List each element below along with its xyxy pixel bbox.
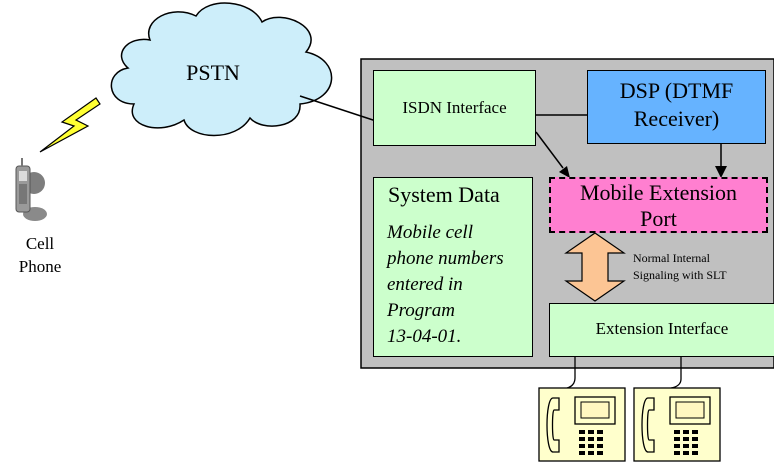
system-data-line: 13-04-01. bbox=[387, 326, 462, 347]
dsp-mobile-port-arrow bbox=[715, 166, 727, 178]
isdn-interface-box: ISDN Interface bbox=[373, 70, 536, 146]
mobile-extension-port-line1: Mobile Extension bbox=[579, 180, 738, 205]
system-data-title: System Data bbox=[388, 182, 500, 207]
pstn-isdn-line bbox=[299, 95, 377, 122]
signaling-note: Normal Internal Signaling with SLT bbox=[633, 250, 727, 284]
dsp-box: DSP (DTMF Receiver) bbox=[587, 70, 766, 144]
desk-phone-left-icon bbox=[538, 387, 626, 462]
pstn-label: PSTN bbox=[186, 60, 240, 85]
system-data-box: System Data Mobile cell phone numbers en… bbox=[373, 177, 533, 357]
isdn-mobile-port-arrow bbox=[559, 166, 570, 178]
dsp-label-line1: DSP (DTMF bbox=[619, 78, 734, 103]
mobile-extension-port-box: Mobile Extension Port bbox=[549, 177, 768, 233]
mobile-extension-port-label: Mobile Extension Port bbox=[551, 180, 766, 232]
cell-phone-icon bbox=[15, 158, 47, 221]
system-data-line: Program bbox=[387, 300, 455, 321]
extension-interface-box: Extension Interface bbox=[549, 303, 774, 357]
cell-phone-label-line2: Phone bbox=[18, 257, 62, 276]
isdn-interface-label: ISDN Interface bbox=[402, 98, 507, 117]
extension-interface-label: Extension Interface bbox=[595, 319, 729, 338]
desk-phone-right-icon bbox=[633, 387, 721, 462]
mobile-extension-port-line2: Port bbox=[640, 206, 677, 231]
double-arrow bbox=[564, 232, 626, 302]
dsp-label: DSP (DTMF Receiver) bbox=[588, 77, 765, 133]
cell-phone-label: Cell Phone bbox=[14, 232, 66, 278]
cell-phone-label-line1: Cell bbox=[25, 234, 55, 253]
pstn-cloud bbox=[110, 2, 333, 137]
system-data-line: phone numbers bbox=[387, 248, 504, 269]
system-data-line: Mobile cell bbox=[387, 222, 473, 243]
signaling-note-line1: Normal Internal bbox=[633, 251, 710, 265]
signaling-note-line2: Signaling with SLT bbox=[633, 268, 727, 282]
system-data-description: Mobile cell phone numbers entered in Pro… bbox=[387, 220, 504, 350]
lightning-icon bbox=[39, 97, 101, 153]
dsp-label-line2: Receiver) bbox=[633, 106, 720, 131]
system-data-line: entered in bbox=[387, 274, 463, 295]
